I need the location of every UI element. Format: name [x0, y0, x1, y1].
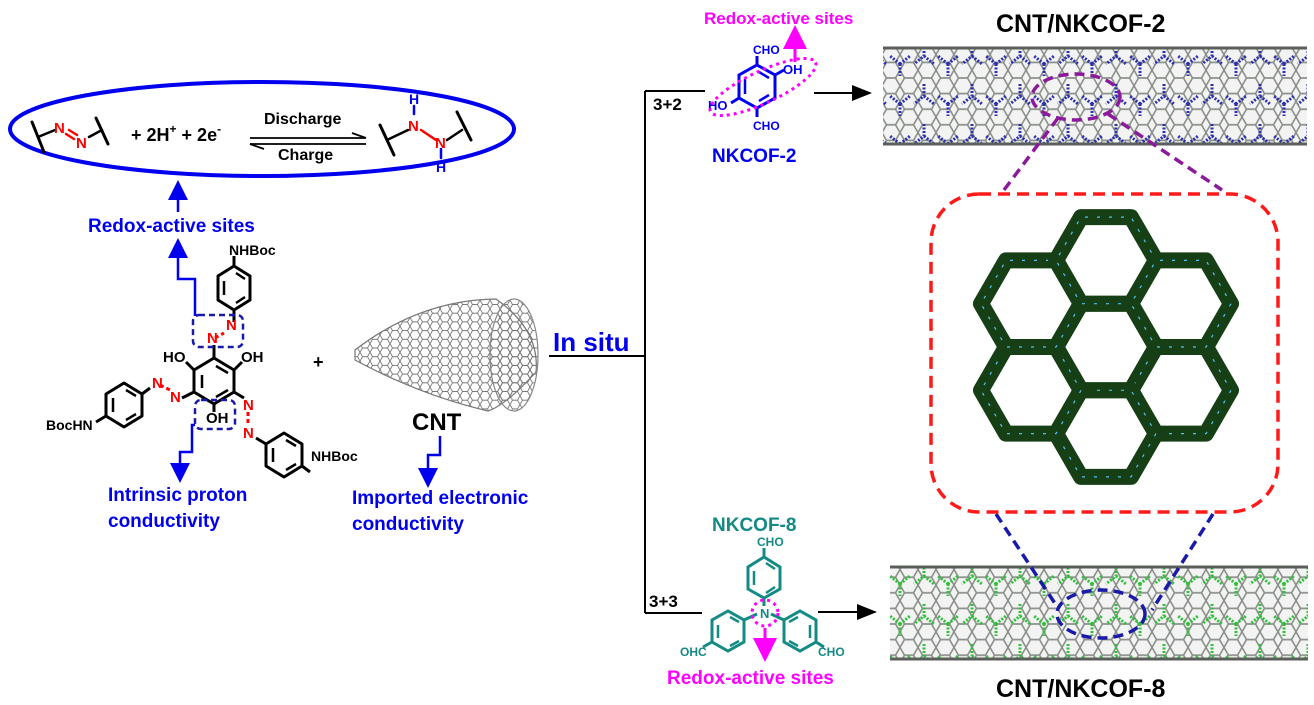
- hydrazo-n-1: N: [408, 118, 419, 135]
- azo-n-1: N: [54, 120, 65, 137]
- cnt-nkcof2-title: CNT/NKCOF-2: [996, 10, 1165, 38]
- nkcof8-name: NKCOF-8: [712, 515, 796, 536]
- cnt-nkcof8-title: CNT/NKCOF-8: [996, 675, 1166, 703]
- electronic-label-line1: Imported electronic: [352, 488, 529, 509]
- oh-to-proton-arrow: [170, 423, 195, 483]
- reaction-ellipse: [8, 80, 516, 178]
- cof-pore-bond-highlight: [1055, 389, 1157, 478]
- azo-highlight-box: [191, 313, 245, 349]
- oh-bottom: OH: [206, 410, 229, 427]
- cof-pore-bond-highlight: [1130, 346, 1232, 435]
- monomer-redox-label: Redox-active sites: [88, 216, 255, 237]
- nkcof2-zoom-region: [1030, 72, 1122, 122]
- proton-label-line1: Intrinsic proton: [108, 485, 247, 506]
- charge-label: Charge: [278, 147, 333, 164]
- monomer-n-left-1: N: [152, 375, 163, 392]
- route-3-3-label: 3+3: [649, 592, 678, 611]
- monomer-n-top-1: N: [207, 330, 218, 347]
- nkcof8-ohc-left: OHC: [680, 645, 707, 659]
- equilibrium-arrows: [249, 132, 367, 150]
- nkcof2-structure: [730, 56, 785, 117]
- electronic-label-line2: conductivity: [352, 514, 464, 535]
- hydrazo-n-2: N: [435, 135, 446, 152]
- cnt-nkcof8-tube: [890, 565, 1308, 661]
- nkcof2-cho-top: CHO: [753, 43, 780, 57]
- in-situ-label: In situ: [553, 327, 630, 357]
- nkcof8-zoom-line-right: [1150, 513, 1215, 611]
- nkcof8-cho-right: CHO: [818, 645, 845, 659]
- discharge-label: Discharge: [264, 111, 341, 128]
- oh-right: OH: [241, 349, 264, 366]
- synthesis-bracket: [549, 90, 705, 614]
- nkcof2-redox-label: Redox-active sites: [704, 9, 853, 28]
- nkcof8-structure: [702, 548, 825, 653]
- hydrogen-2: H: [436, 159, 446, 175]
- azo-monomer-structure: [95, 256, 311, 479]
- nhboc-top: NHBoc: [229, 242, 276, 258]
- redox-reaction-group: N N + 2H+ + 2e- Discharge Charge N N H H: [8, 80, 516, 178]
- nkcof8-zoom-line-left: [994, 513, 1060, 609]
- cof-pore-bond-highlight: [1130, 259, 1232, 348]
- nkcof8-zoom-region: [1055, 588, 1147, 640]
- nkcof8-n: N: [760, 606, 769, 621]
- nkcof8-redox-highlight: [750, 598, 780, 628]
- nkcof2-ho: HO: [708, 98, 728, 113]
- cof-honeycomb-pore-structure: [973, 209, 1239, 485]
- monomer-n-right-1: N: [243, 397, 254, 414]
- monomer-n-top-2: N: [226, 317, 237, 334]
- cof-pore-bond-highlight: [980, 346, 1082, 435]
- oh-highlight-box: [193, 398, 237, 431]
- reactants-text: + 2H+ + 2e-: [131, 122, 221, 145]
- bochn-left: BocHN: [46, 417, 93, 433]
- cnt-nkcof2-tube: [883, 46, 1307, 146]
- nkcof2-redox-highlight: [708, 57, 818, 117]
- monomer-n-right-2: N: [243, 425, 254, 442]
- nkcof2-zoom-line-right: [1107, 112, 1223, 192]
- azo-to-redox-arrow: [168, 238, 197, 316]
- plus-sign: +: [313, 352, 324, 372]
- cof-pore-bond-highlight: [980, 259, 1082, 348]
- nhboc-right: NHBoc: [311, 448, 358, 464]
- cnt-illustration: [354, 298, 539, 412]
- nkcof8-redox-label: Redox-active sites: [667, 668, 834, 689]
- monomer-n-left-2: N: [170, 389, 181, 406]
- azo-n-2: N: [76, 135, 87, 152]
- cnt-label: CNT: [412, 409, 462, 436]
- cnt-to-electronic-arrow: [418, 436, 442, 488]
- nkcof2-name: NKCOF-2: [712, 146, 796, 167]
- hydrazo-fragment: [378, 104, 473, 160]
- azo-fragment: [30, 116, 110, 154]
- nkcof8-cho-top: CHO: [757, 535, 784, 549]
- proton-label-line2: conductivity: [108, 511, 220, 532]
- zoom-inset-frame: [929, 192, 1280, 514]
- nkcof2-oh: OH: [783, 62, 803, 77]
- nkcof2-cho-bottom: CHO: [753, 119, 780, 133]
- oh-left: HO: [163, 349, 186, 366]
- hydrogen-1: H: [409, 91, 419, 107]
- route-3-2-label: 3+2: [653, 95, 682, 114]
